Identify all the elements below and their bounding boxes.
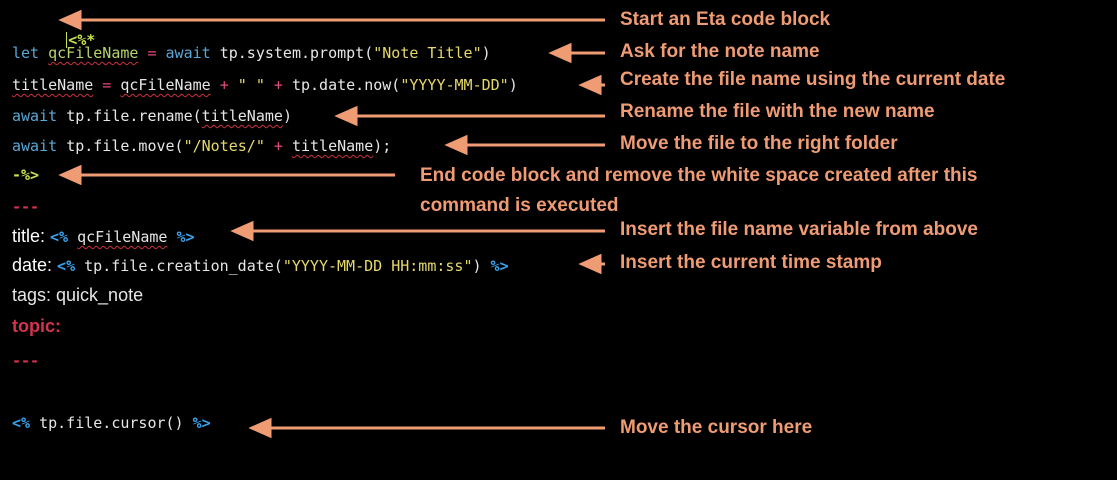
- call-system-prompt: tp.system.prompt(: [219, 44, 374, 62]
- eta-open-tag: <%*: [68, 31, 96, 49]
- string-datetime-format: "YYYY-MM-DD HH:mm:ss": [282, 257, 473, 275]
- annotation-create-filename: Create the file name using the current d…: [620, 69, 1006, 90]
- variable-qcfilename: qcFileName: [48, 44, 139, 62]
- code-line-7: ---: [12, 197, 39, 217]
- frontmatter-tags: tags: quick_note: [12, 285, 144, 305]
- annotation-insert-timestamp: Insert the current time stamp: [620, 252, 882, 273]
- arrow-head-9: [248, 417, 272, 439]
- annotation-insert-filename: Insert the file name variable from above: [620, 219, 978, 240]
- operator-plus: +: [264, 137, 292, 155]
- call-file-move: tp.file.move(: [66, 137, 184, 155]
- string-space: " ": [237, 76, 265, 94]
- annotation-end-block-line2: command is executed: [420, 195, 619, 216]
- code-line-10: tags: quick_note: [12, 285, 143, 306]
- annotation-rename-file: Rename the file with the new name: [620, 101, 935, 122]
- call-file-rename: tp.file.rename(: [66, 107, 202, 125]
- frontmatter-title-key: title:: [12, 226, 51, 246]
- call-file-cursor: tp.file.cursor(): [39, 414, 184, 432]
- keyword-await: await: [165, 44, 211, 62]
- paren-close: ): [481, 44, 491, 62]
- code-line-1: <%*: [12, 10, 95, 70]
- annotation-ask-name: Ask for the note name: [620, 41, 820, 62]
- expr-qcfilename: qcFileName: [77, 228, 168, 246]
- frontmatter-topic: topic:: [12, 316, 61, 336]
- paren-close: ): [472, 257, 482, 275]
- annotation-move-file: Move the file to the right folder: [620, 133, 898, 154]
- operator-plus: +: [210, 76, 238, 94]
- inline-close-tag: %>: [176, 228, 195, 246]
- call-creation-date: tp.file.creation_date(: [84, 257, 283, 275]
- inline-open-tag: <%: [50, 228, 69, 246]
- arrow-head-4: [334, 105, 358, 127]
- inline-open-tag: <%: [57, 257, 76, 275]
- operator-assign: =: [138, 44, 166, 62]
- code-line-4: await tp.file.rename(titleName): [12, 106, 292, 126]
- code-line-8: title: <% qcFileName %>: [12, 226, 195, 247]
- frontmatter-date-key: date:: [12, 255, 58, 275]
- variable-titlename-ref: titleName: [201, 107, 283, 125]
- string-note-title: "Note Title": [373, 44, 482, 62]
- paren-close: ): [282, 107, 292, 125]
- keyword-let: let: [12, 44, 40, 62]
- annotation-end-block-line1: End code block and remove the white spac…: [420, 165, 978, 186]
- arrow-head-7: [230, 220, 254, 242]
- annotation-start-block: Start an Eta code block: [620, 9, 831, 30]
- arrow-head-6: [58, 164, 82, 186]
- keyword-await: await: [12, 137, 58, 155]
- paren-close: ): [508, 76, 518, 94]
- arrow-head-1: [58, 9, 82, 31]
- inline-close-tag: %>: [192, 414, 211, 432]
- inline-open-tag: <%: [12, 414, 31, 432]
- frontmatter-end: ---: [12, 352, 40, 370]
- variable-titlename: titleName: [12, 76, 94, 94]
- variable-titlename-ref: titleName: [291, 137, 374, 155]
- code-line-2: let qcFileName = await tp.system.prompt(…: [12, 43, 491, 63]
- string-notes-folder: "/Notes/": [183, 137, 265, 155]
- keyword-await: await: [12, 107, 58, 125]
- operator-plus: +: [264, 76, 292, 94]
- arrow-head-5: [444, 134, 468, 156]
- code-line-3: titleName = qcFileName + " " + tp.date.n…: [12, 75, 518, 95]
- frontmatter-start: ---: [12, 198, 40, 216]
- text-cursor: [66, 32, 68, 48]
- call-date-now: tp.date.now(: [291, 76, 401, 94]
- annotation-move-cursor: Move the cursor here: [620, 417, 813, 438]
- code-line-13: <% tp.file.cursor() %>: [12, 413, 211, 433]
- eta-close-tag: -%>: [12, 166, 40, 184]
- arrow-head-2: [548, 42, 572, 64]
- arrow-head-8: [578, 253, 602, 275]
- inline-close-tag: %>: [490, 257, 509, 275]
- code-line-5: await tp.file.move("/Notes/" + titleName…: [12, 136, 391, 156]
- variable-qcfilename-ref: qcFileName: [120, 76, 211, 94]
- code-line-12: ---: [12, 351, 39, 371]
- string-date-format: "YYYY-MM-DD": [400, 76, 509, 94]
- arrow-head-3: [578, 74, 602, 96]
- code-line-6: -%>: [12, 165, 39, 185]
- operator-assign: =: [93, 76, 121, 94]
- paren-semicolon: );: [373, 137, 392, 155]
- code-line-11: topic:: [12, 316, 61, 337]
- code-line-9: date: <% tp.file.creation_date("YYYY-MM-…: [12, 255, 509, 276]
